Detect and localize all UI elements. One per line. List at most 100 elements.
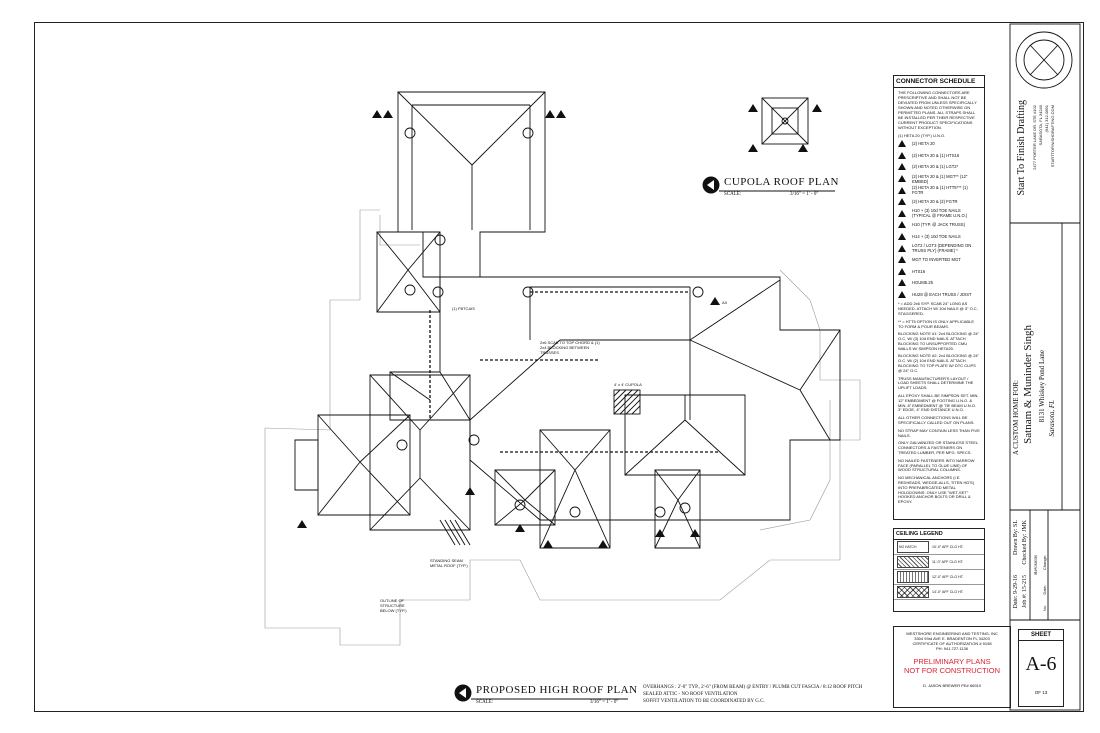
fgtr-label: (1) FBTCAIS (452, 306, 475, 311)
connector-item: LGT2 / LGT3 (DEPENDING ON TRUSS PLY) (FR… (898, 242, 980, 254)
prelim-note: NOT FOR CONSTRUCTION (903, 666, 1001, 675)
legend-swatch (897, 556, 929, 568)
main-scale: 3/16" = 1' - 0" (590, 700, 619, 705)
roof-upper-wing (397, 91, 546, 278)
triangle-icon (898, 140, 906, 148)
company-address: 2477 PORTER LAKE DR. STE #102 (1032, 105, 1037, 170)
connector-item: HGUM5.25 (898, 277, 980, 289)
triangle-icon (898, 291, 906, 299)
legend-label: 12'-0" AFF CLG HT. (932, 575, 964, 579)
rev-header: Change: (1042, 555, 1047, 571)
engineer-line: 3304 93rd AVE E. BRADENTON FL 34203 (914, 636, 990, 641)
connector-item: (2) HETA 20 & (1) HTS16 (898, 150, 980, 162)
roof-note: OVERHANGS : 2'-0" TYP., 2'-6" (FROM BEAM… (643, 685, 863, 690)
legend-label: 10'-0" AFF CLG HT. (932, 545, 964, 549)
roof-left-small (376, 231, 441, 313)
revisions-label: Revisions (1034, 555, 1039, 575)
project-label: A CUSTOM HOME FOR: (1012, 380, 1020, 456)
schedule-note: NO MECHANICAL ANCHORS (I.E. REDHEADS, WE… (898, 475, 975, 505)
rev-header: Date: (1042, 585, 1047, 595)
legend-label: 11'-0" AFF CLG HT. (932, 560, 964, 564)
roof-left-hip (294, 414, 411, 516)
cupola-label: 4' x 4' CUPOLA (614, 382, 642, 387)
beam-lines (429, 291, 720, 453)
triangle-icon (898, 256, 906, 264)
engineer-line: WESTSHORE ENGINEERING AND TESTING, INC (906, 631, 998, 636)
legend-swatch (897, 571, 929, 583)
connector-item: (2) HETA 20 (898, 138, 980, 150)
triangle-icon (898, 233, 906, 241)
sheet-label: SHEET (1019, 630, 1063, 641)
ceiling-legend: CEILING LEGEND NO HATCH 10'-0" AFF CLG H… (893, 528, 985, 612)
connector-item: (2) HETA 20 & (1) LGT2* (898, 161, 980, 173)
triangle-icon (898, 209, 906, 217)
connector-item: HU28 @ EACH TRUSS / JOIST (898, 289, 980, 301)
connector-circles (396, 127, 704, 518)
job-number: Job #: 15-215 (1022, 575, 1028, 608)
date: Date: 9-29-16 (1013, 575, 1019, 609)
company-address: (941) 312-0891 (1044, 105, 1049, 133)
engineer-line: PH: 941.727.1136 (936, 646, 968, 651)
cupola-plan-title: CUPOLA ROOF PLAN (724, 176, 839, 188)
triangle-icon (898, 244, 906, 252)
connector-item: MGT TO INVERTED MGT (898, 254, 980, 266)
title-markers (454, 176, 835, 702)
metal-roof-note: STANDING SEAM METAL ROOF (TYP.) (430, 558, 468, 568)
connector-item: (2) HETA 20 & (1) MGT** (12" EMBED) (898, 173, 980, 185)
legend-row: 11'-0" AFF CLG HT. (894, 555, 984, 570)
checked-by: Checked By: JMK (1022, 520, 1028, 565)
triangle-icon (898, 151, 906, 159)
connector-tags (297, 104, 822, 548)
schedule-note: ALL OTHER CONNECTIONS WILL BE SPECIFICAL… (898, 415, 975, 426)
schedule-note: ALL EPOXY SHALL BE SIMPSON SET. MIN. 12"… (898, 393, 979, 413)
roof-front-gables (494, 394, 746, 549)
schedule-note: BLOCKING NOTE #1: 2x4 BLOCKING @ 24" O.C… (898, 331, 980, 351)
legend-row: 12'-0" AFF CLG HT. (894, 570, 984, 585)
cupola-scale-label: SCALE: (724, 192, 742, 197)
cupola-scale: 3/16" = 1' - 0" (790, 192, 819, 197)
ax-label: AX (722, 300, 728, 305)
schedule-note: NO STRAP MAY CONTAIN LESS THAN FIVE NAIL… (898, 427, 980, 438)
triangle-icon (898, 221, 906, 229)
project-address: 8131 Whiskey Pond Lane (1038, 350, 1046, 423)
legend-row: 14'-0" AFF CLG HT. (894, 585, 984, 600)
legend-label: 14'-0" AFF CLG HT. (932, 590, 964, 594)
cupola-roof-plan (761, 97, 809, 145)
connector-item: H14 + (3) 10d TOE NAILS (898, 231, 980, 243)
legend-swatch: NO HATCH (897, 541, 929, 553)
rev-header: No. (1042, 605, 1047, 612)
sheet-number: A-6 (1025, 653, 1057, 675)
engineer-line: CERTIFICATE OF AUTHORIZATION # 9198 (912, 641, 992, 646)
company-address: SARASOTA, FL 34240 (1038, 105, 1043, 146)
connector-item: HTS16 (898, 266, 980, 278)
title-block-frame (1009, 23, 1081, 711)
sheet-of: OF 13 (1034, 690, 1048, 695)
triangle-icon (898, 186, 906, 194)
connector-schedule: CONNECTOR SCHEDULE THE FOLLOWING CONNECT… (893, 75, 985, 520)
structure-outline (264, 209, 861, 646)
connector-default: (1) HETA 20 (TYP.) U.N.O. (898, 133, 946, 138)
drawn-by: Drawn By: SL (1013, 520, 1019, 555)
sheet-border (34, 22, 1084, 712)
roof-central (389, 276, 841, 521)
main-scale-label: SCALE: (476, 700, 494, 705)
ceiling-legend-title: CEILING LEGEND (894, 529, 984, 540)
company-name: Start To Finish Drafting (1016, 100, 1027, 196)
roof-note: SEALED ATTIC - NO ROOF VENTILATION (643, 692, 738, 697)
triangle-icon (898, 198, 906, 206)
connector-item: (2) HETA 20 & (1) HTT5*** (1) FGTR (898, 184, 980, 196)
triangle-icon (898, 267, 906, 275)
connector-item: (2) HETA 20 & (2) FGTR (898, 196, 980, 208)
triangle-icon (898, 175, 906, 183)
sheet-number-box: SHEET A-6 OF 13 (1018, 629, 1064, 707)
connector-item: H10 (TYP. @ JACK TRUSS) (898, 219, 980, 231)
schedule-note: TRUSS MANUFACTURER'S LAYOUT / LOAD SHEET… (898, 375, 974, 391)
schedule-note: ONLY GALVANIZED OR STAINLESS STEEL CONNE… (898, 440, 978, 456)
roof-note: SOFFIT VENTILATION TO BE COORDINATED BY … (643, 699, 765, 704)
engineer-stamp: WESTSHORE ENGINEERING AND TESTING, INC 3… (893, 626, 1011, 708)
triangle-icon (898, 279, 906, 287)
roof-notes: OVERHANGS : 2'-0" TYP., 2'-6" (FROM BEAM… (643, 684, 862, 705)
connector-item: H10 + (3) 10d TOE NAILS (TYPICAL @ FRAME… (898, 208, 980, 220)
schedule-note: BLOCKING NOTE #2: 2x4 BLOCKING @ 24" O.C… (898, 353, 980, 373)
cupola-hatch (613, 389, 641, 415)
